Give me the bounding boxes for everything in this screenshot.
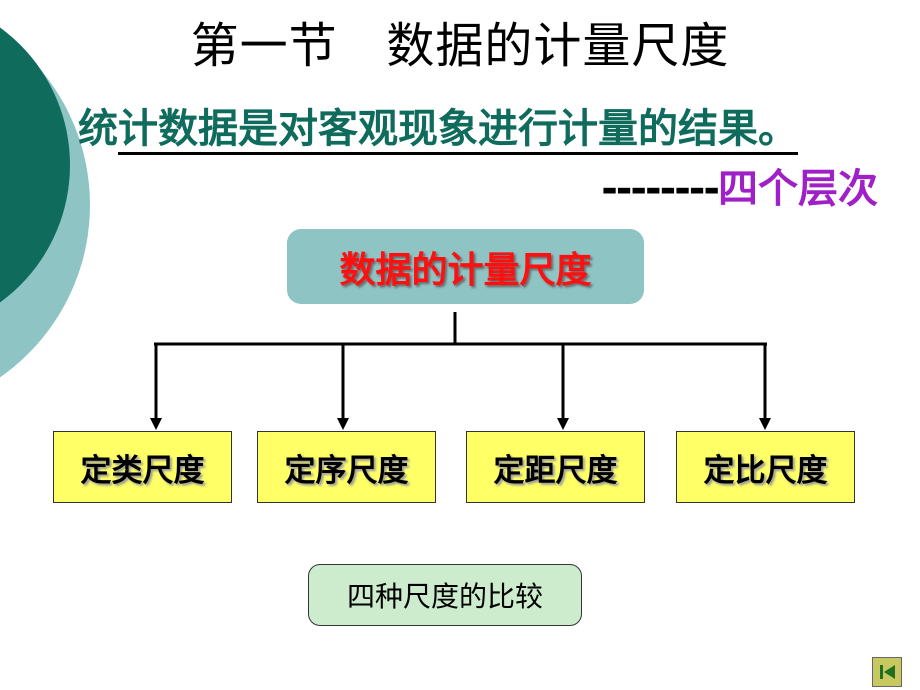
- node-interval-scale: 定距尺度: [466, 431, 645, 503]
- return-start-icon: [880, 665, 895, 679]
- levels-dashes: --------: [601, 166, 720, 212]
- node-ordinal-scale: 定序尺度: [257, 431, 436, 503]
- node-ratio-scale: 定比尺度: [676, 431, 855, 503]
- subtitle-rest: 计数据是对客观现象进行计量的结果。: [118, 106, 798, 155]
- slide-title: 第一节 数据的计量尺度: [190, 18, 730, 74]
- subtitle: 统计数据是对客观现象进行计量的结果。: [78, 96, 798, 155]
- subtitle-first-char: 统: [78, 106, 118, 152]
- arrow-3: [557, 344, 569, 430]
- compare-scales-button[interactable]: 四种尺度的比较: [308, 564, 582, 626]
- arrow-4: [759, 344, 771, 430]
- node-nominal-scale: 定类尺度: [53, 431, 232, 503]
- return-start-button[interactable]: [872, 657, 902, 687]
- levels-text: 四个层次: [718, 166, 878, 212]
- levels-line: --------四个层次: [601, 156, 878, 214]
- inner-circle-shape: [0, 27, 70, 303]
- arrow-2: [337, 344, 349, 430]
- root-node: 数据的计量尺度: [287, 229, 644, 304]
- arrow-1: [150, 344, 162, 430]
- decorative-circles: [0, 27, 90, 378]
